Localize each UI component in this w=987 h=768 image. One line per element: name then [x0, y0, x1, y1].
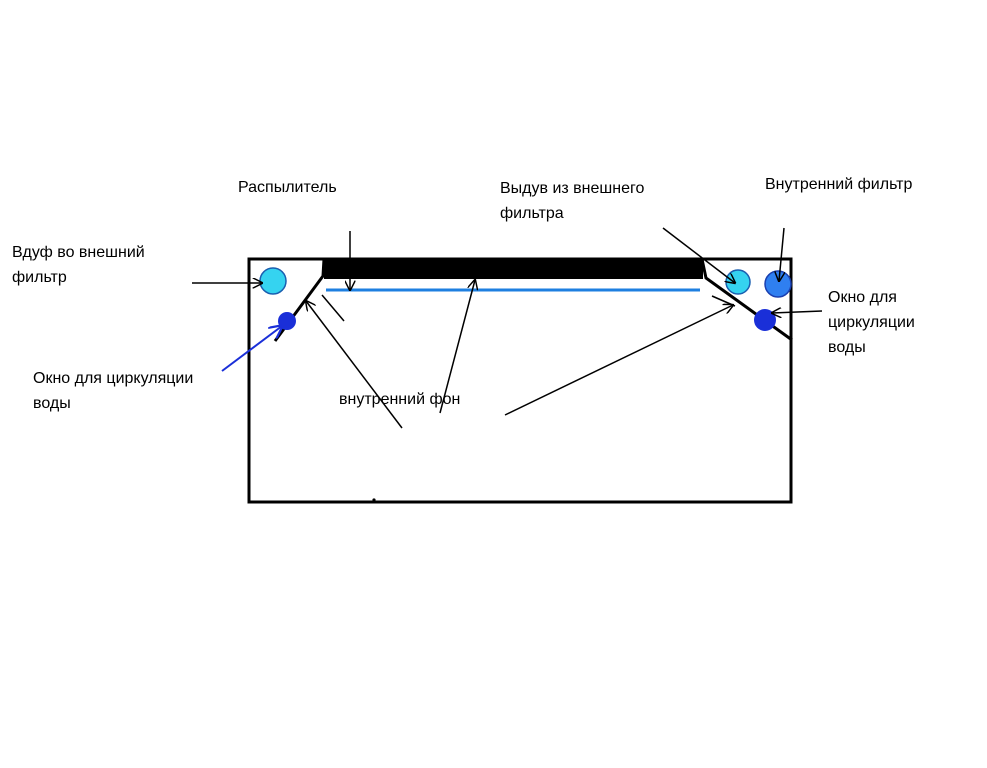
- external-outflow-label: Вдуф во внешний фильтр: [12, 240, 145, 290]
- background-label: внутренний фон: [339, 391, 461, 408]
- external-inflow-label: Выдув из внешнего фильтра: [500, 176, 644, 226]
- background-arrow-left: [306, 301, 403, 429]
- internal-filter-label: Внутренний фильтр: [765, 176, 913, 193]
- bottom-dot: [372, 498, 376, 502]
- window-left-label: Окно для циркуляции воды: [33, 366, 193, 416]
- window-left-label-line1: Окно для циркуляции: [33, 370, 194, 387]
- outflow-circle-left: [259, 267, 287, 295]
- tank-outline: [247, 257, 793, 504]
- partition-tick-right: [711, 295, 736, 307]
- internal-filter-arrow: [779, 227, 784, 281]
- internal-filter-circle: [764, 270, 792, 298]
- sprayer-bar: [324, 259, 703, 279]
- partition-tick-left: [321, 294, 345, 322]
- window-right-label-line2: циркуляции: [828, 314, 915, 331]
- external-outflow-label-line1: Вдуф во внешний: [12, 244, 145, 261]
- sprayer-label: Распылитель: [238, 179, 337, 196]
- window-circle-right: [754, 309, 776, 331]
- window-left-arrow: [221, 326, 282, 372]
- external-outflow-label-line2: фильтр: [12, 269, 67, 286]
- window-right-label-line3: воды: [828, 339, 866, 356]
- external-inflow-label-line1: Выдув из внешнего: [500, 180, 645, 197]
- background-arrow-middle: [439, 280, 475, 414]
- inflow-circle-right: [725, 269, 751, 295]
- external-inflow-label-line2: фильтра: [500, 205, 564, 222]
- window-left-label-line2: воды: [33, 395, 71, 412]
- window-right-arrow: [772, 311, 823, 313]
- window-right-label: Окно для циркуляции воды: [828, 285, 915, 360]
- window-right-label-line1: Окно для: [828, 289, 897, 306]
- background-arrow-right: [504, 305, 733, 416]
- inflow-arrow: [662, 227, 735, 283]
